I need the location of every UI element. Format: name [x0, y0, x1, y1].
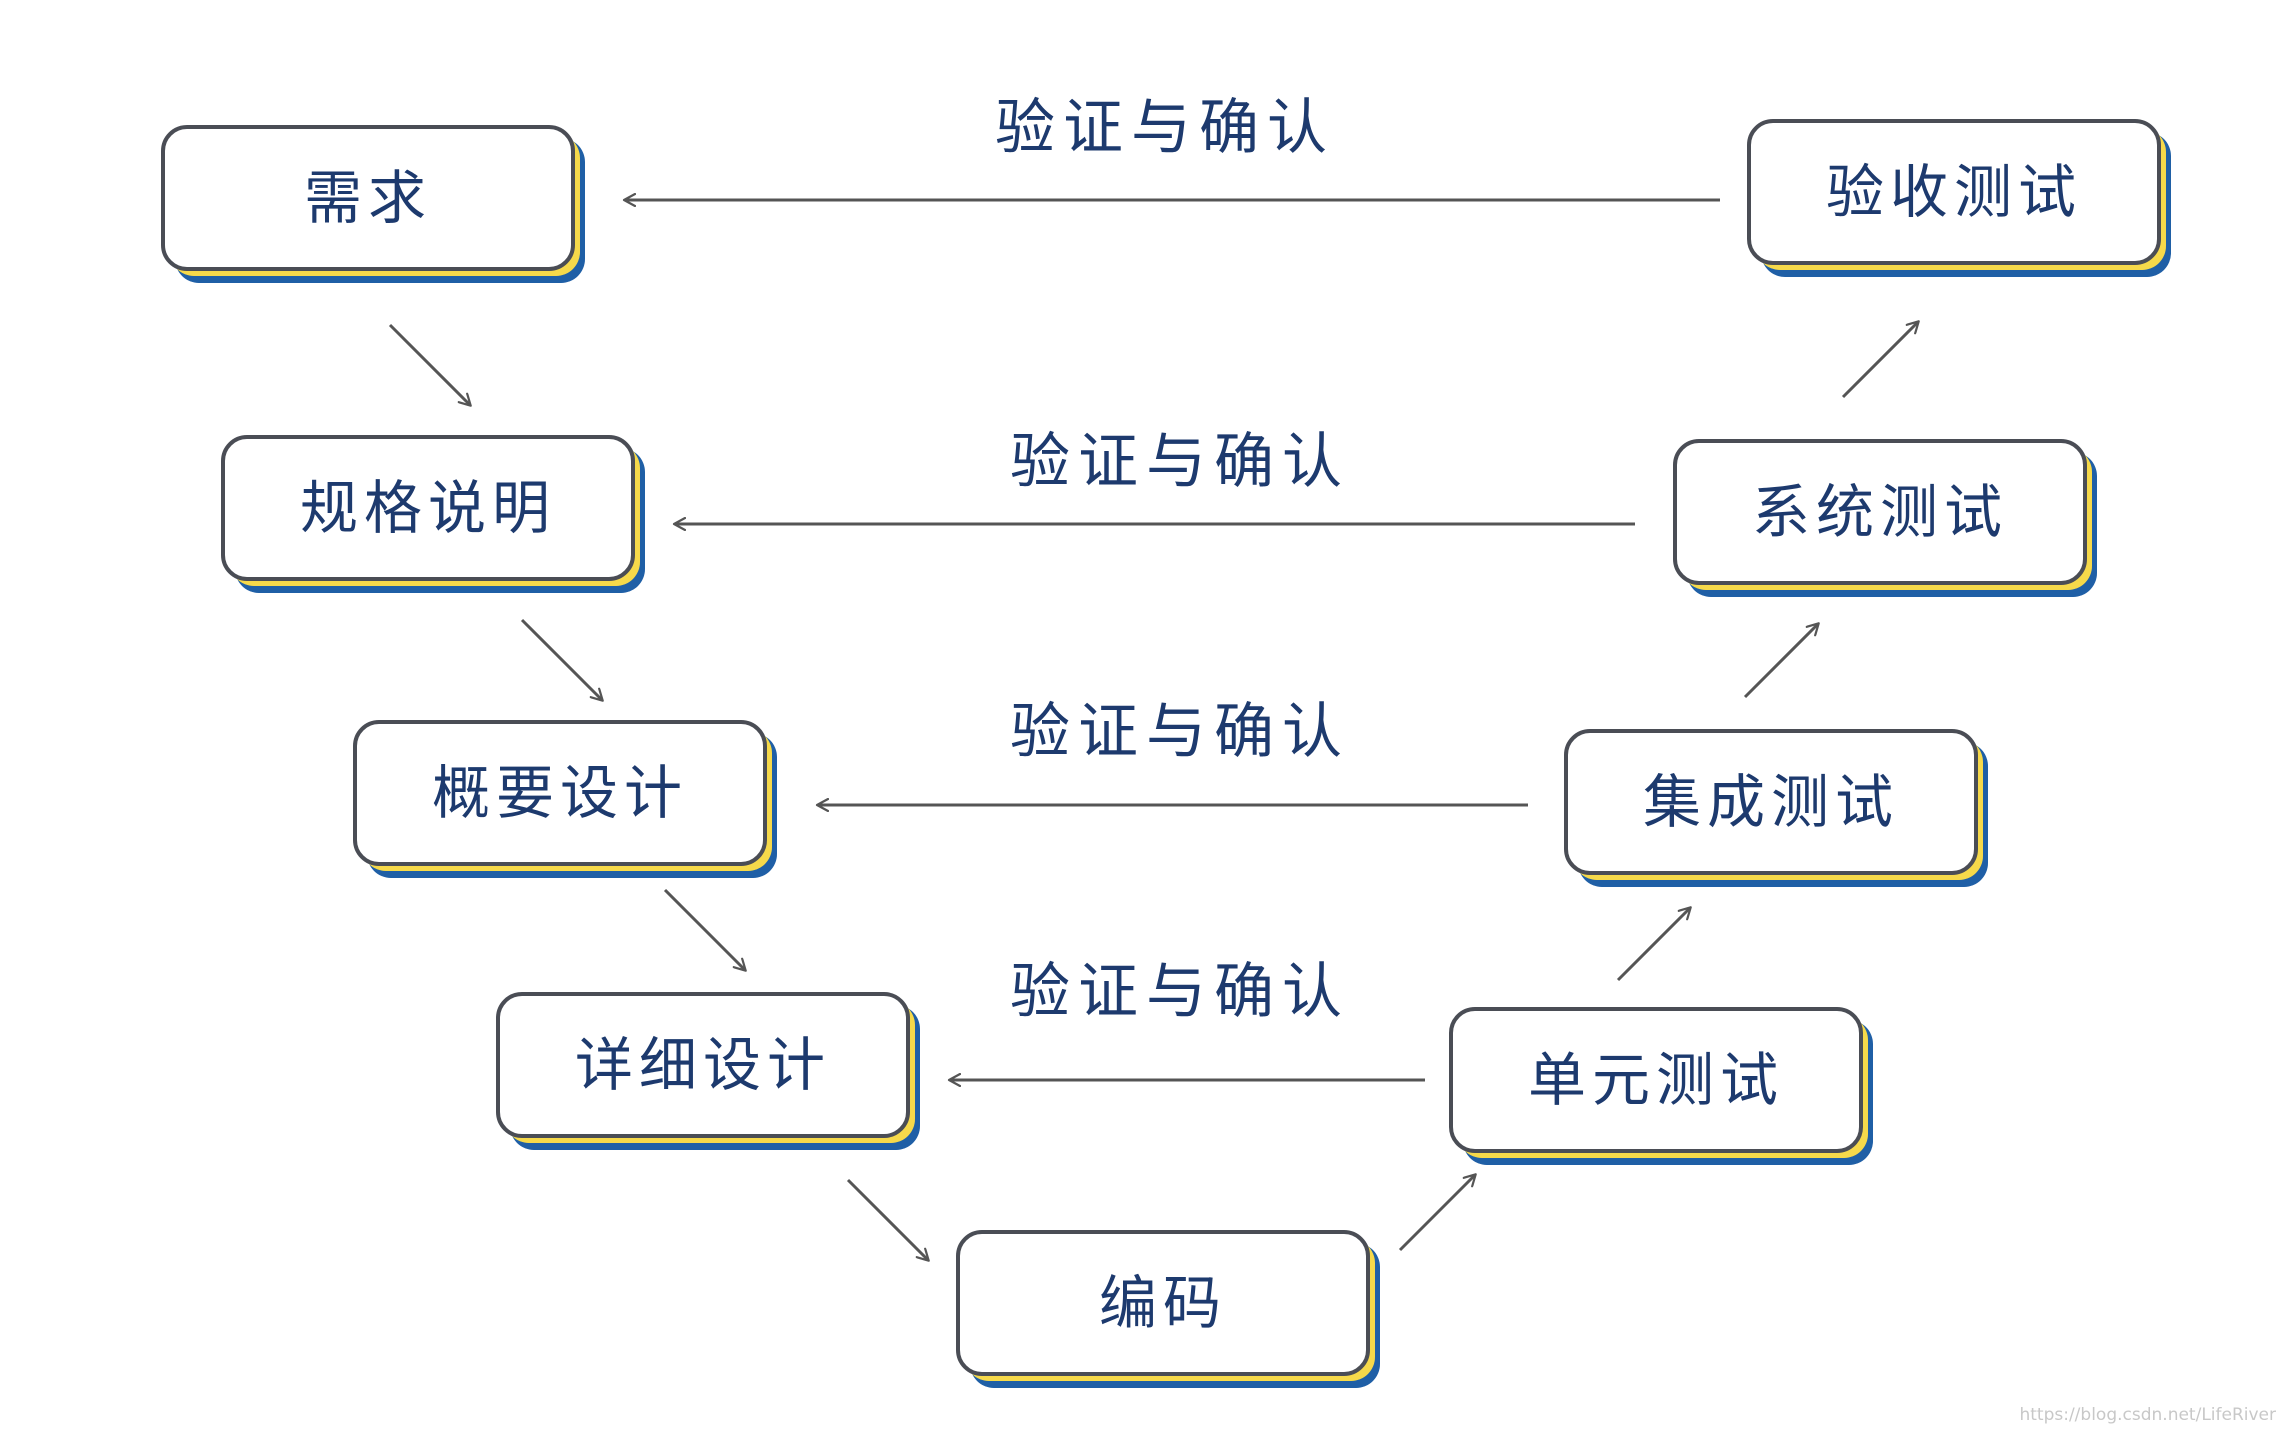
stage-acceptance-test: 验收测试 [1747, 119, 2171, 277]
stage-coding-label: 编码 [1099, 1269, 1227, 1337]
verification-label-2: 验证与确认 [1010, 427, 1350, 497]
flow-arrow-high-level-to-detailed [663, 888, 745, 970]
watermark: https://blog.csdn.net/LifeRiver [2019, 1405, 2276, 1425]
stage-coding: 编码 [956, 1230, 1380, 1388]
flow-arrow-requirements-to-spec [388, 323, 470, 405]
stage-integration-test-label: 集成测试 [1643, 768, 1899, 836]
stage-high-level-design-label: 概要设计 [432, 759, 688, 827]
stage-specification: 规格说明 [221, 435, 645, 593]
verification-label-3: 验证与确认 [1010, 697, 1350, 767]
flow-arrow-unit-to-integration [1616, 908, 1690, 982]
verification-label-1: 验证与确认 [995, 93, 1335, 163]
stage-detailed-design: 详细设计 [496, 992, 920, 1150]
stage-detailed-design-label: 详细设计 [575, 1031, 831, 1099]
stage-high-level-design: 概要设计 [353, 720, 777, 878]
flow-arrow-system-to-acceptance [1841, 322, 1918, 399]
stage-unit-test: 单元测试 [1449, 1007, 1873, 1165]
flow-arrow-coding-to-unit [1398, 1175, 1475, 1252]
stage-acceptance-test-label: 验收测试 [1826, 158, 2082, 226]
stage-specification-label: 规格说明 [300, 474, 556, 542]
stage-unit-test-label: 单元测试 [1528, 1046, 1784, 1114]
stage-requirements: 需求 [161, 125, 585, 283]
verification-label-4: 验证与确认 [1010, 957, 1350, 1027]
flow-arrow-integration-to-system [1743, 624, 1818, 699]
stage-integration-test: 集成测试 [1564, 729, 1988, 887]
flow-arrow-spec-to-high-level [520, 618, 602, 700]
stage-system-test-label: 系统测试 [1752, 478, 2008, 546]
stage-requirements-label: 需求 [304, 164, 432, 232]
stage-system-test: 系统测试 [1673, 439, 2097, 597]
flow-arrow-detailed-to-coding [846, 1178, 928, 1260]
